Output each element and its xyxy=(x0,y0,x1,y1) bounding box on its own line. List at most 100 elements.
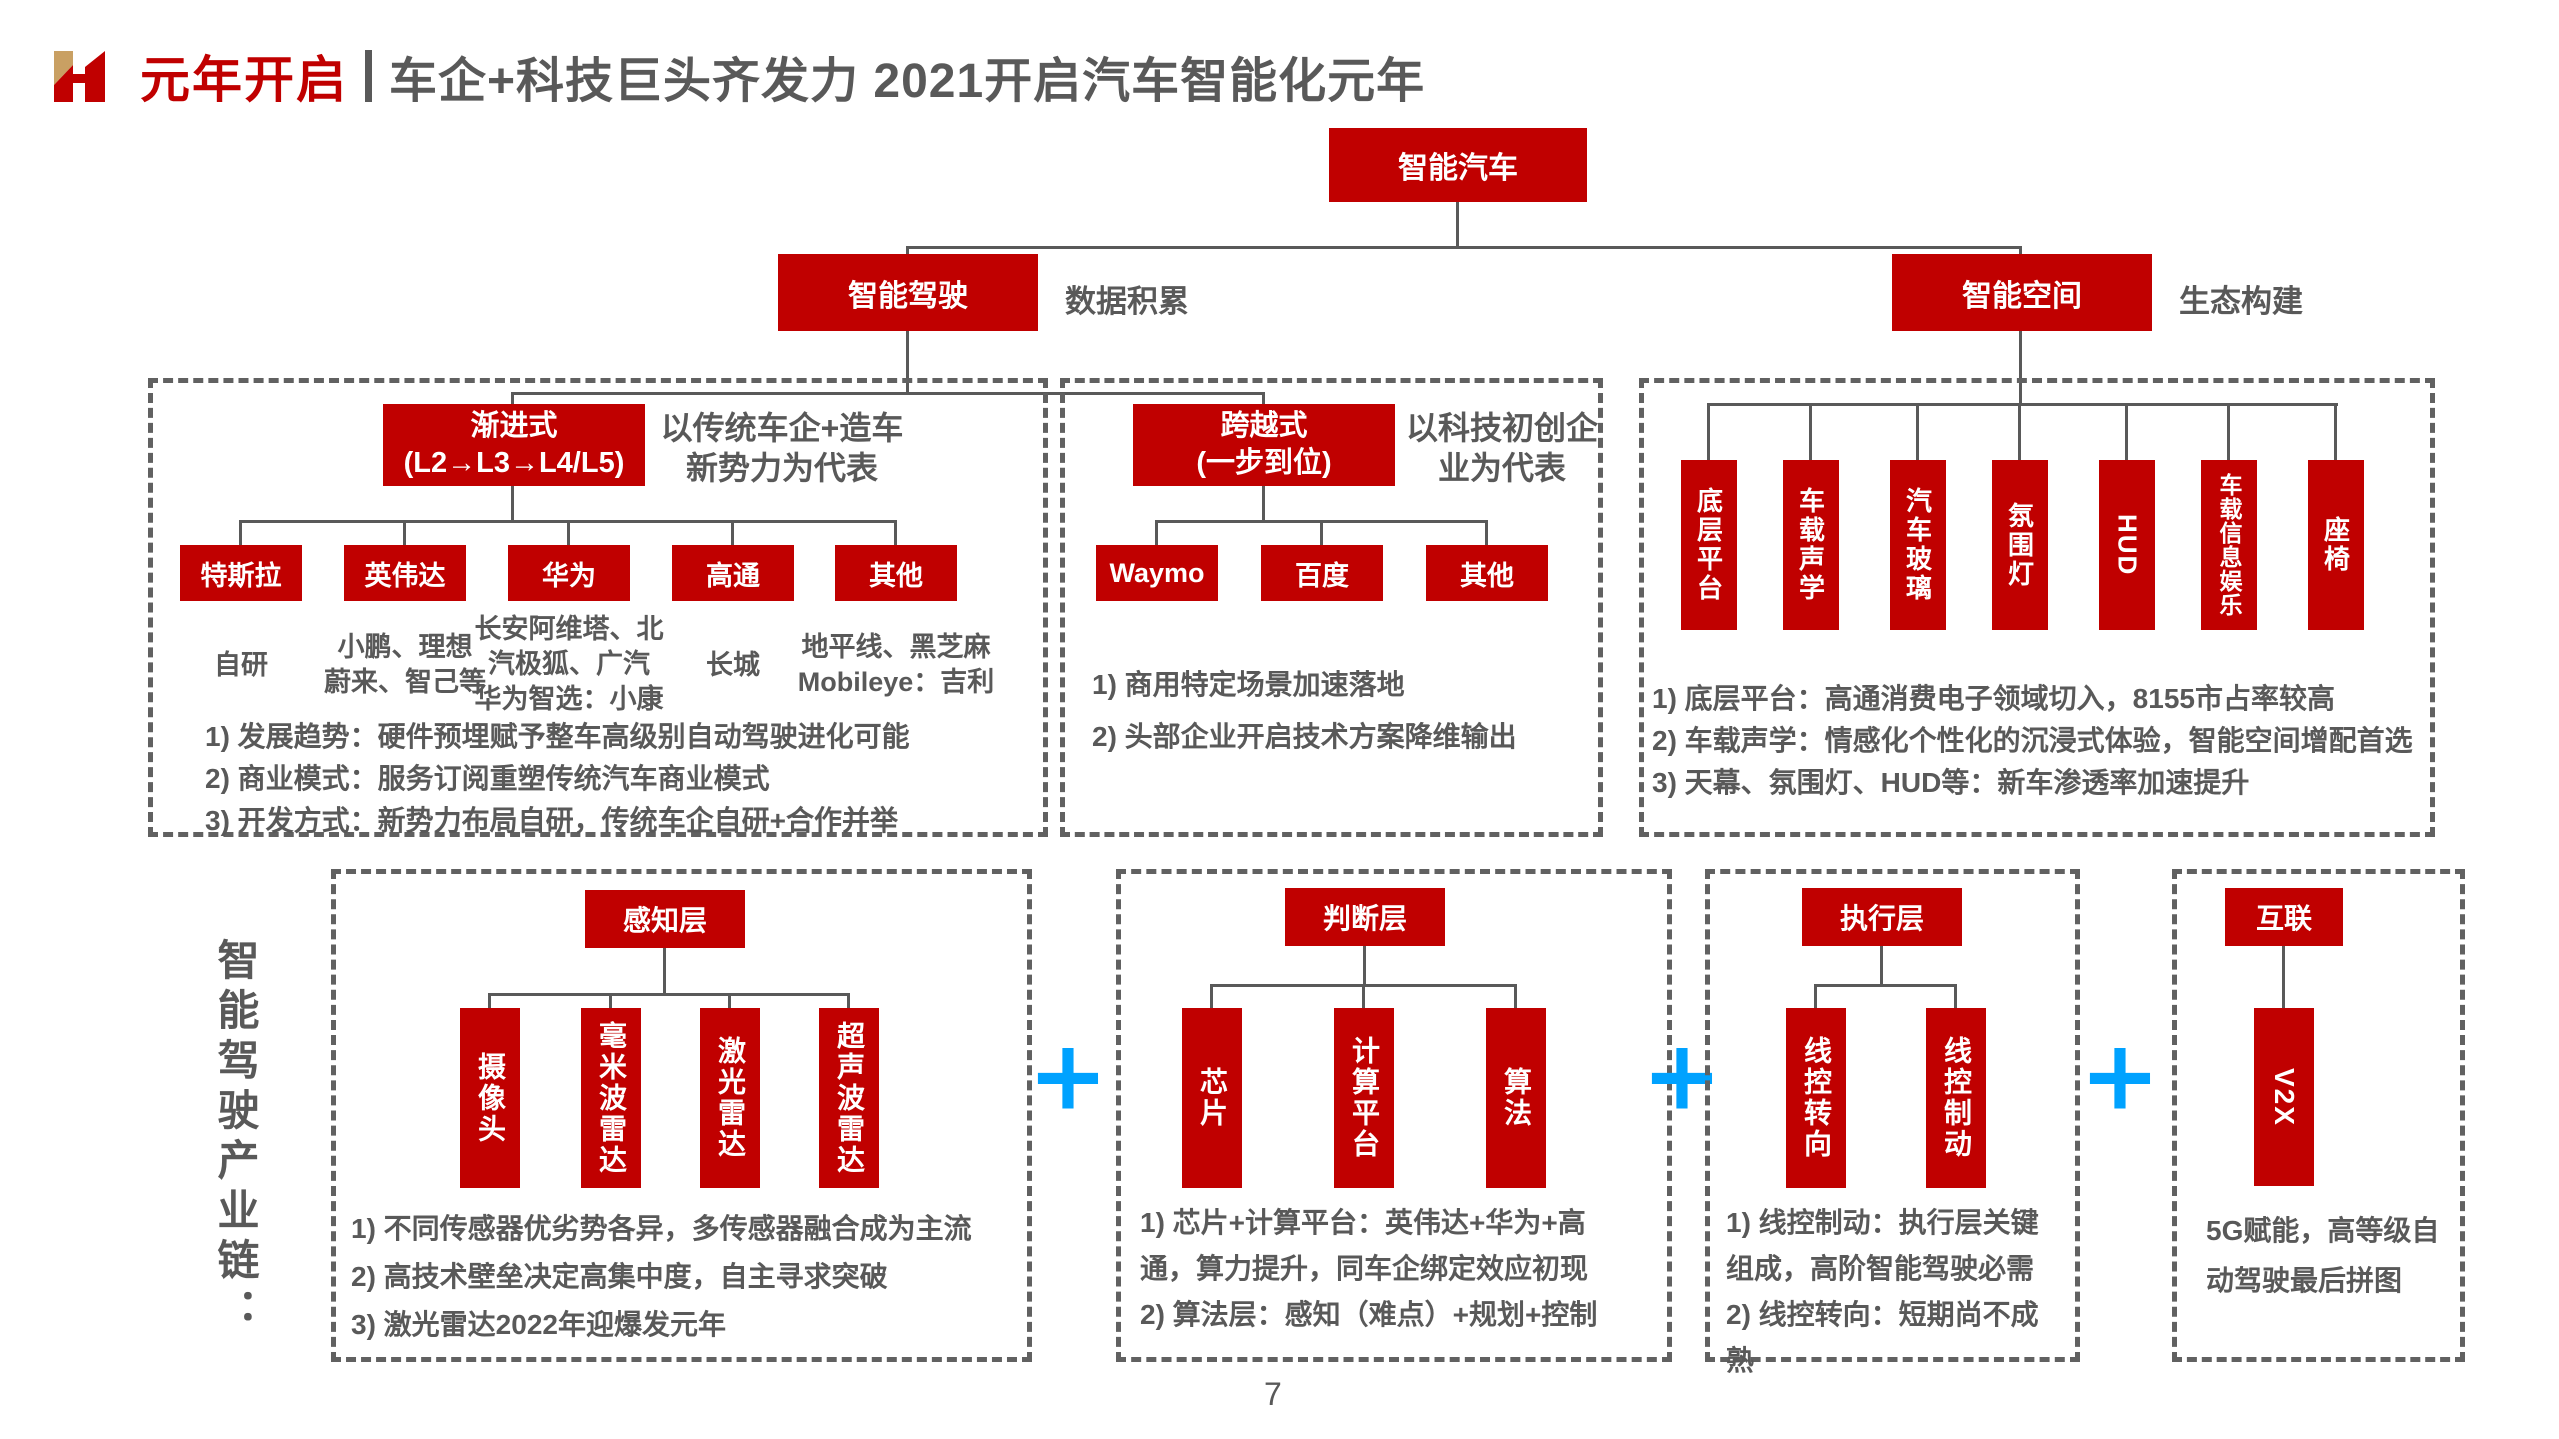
page-number: 7 xyxy=(1264,1376,1282,1412)
node-connectivity-layer: 互联 xyxy=(2225,888,2343,946)
node-infotainment: 车载信息娱乐 xyxy=(2201,460,2257,630)
node-steer-by-wire: 线控转向 xyxy=(1786,1008,1846,1188)
node-v2x: V2X xyxy=(2254,1008,2314,1186)
connector-line xyxy=(906,246,909,256)
node-leapfrog-title: 跨越式 xyxy=(1220,410,1308,442)
connector-line xyxy=(2282,946,2285,1008)
progressive-note-2: 2) 商业模式：服务订阅重塑传统汽车商业模式 xyxy=(205,763,770,794)
node-tesla: 特斯拉 xyxy=(180,545,302,601)
panel-execution xyxy=(1705,869,2080,1362)
perception-note-2: 2) 高技术壁垒决定高集中度，自主寻求突破 xyxy=(351,1261,888,1292)
node-others-leapfrog: 其他 xyxy=(1426,545,1548,601)
connector-line xyxy=(2019,246,2022,256)
judgment-note-1: 1) 芯片+计算平台：英伟达+华为+高通，算力提升，同车企绑定效应初现 xyxy=(1140,1207,1589,1284)
node-nvidia: 英伟达 xyxy=(344,545,466,601)
node-brake-by-wire: 线控制动 xyxy=(1926,1008,1986,1188)
sub-huawei: 长安阿维塔、北 汽极狐、广汽 华为智选：小康 xyxy=(474,614,664,714)
connector-line xyxy=(511,392,514,406)
panel-perception xyxy=(331,869,1032,1362)
connector-line xyxy=(488,993,849,996)
perception-note-3: 3) 激光雷达2022年迎爆发元年 xyxy=(351,1309,726,1340)
connector-line xyxy=(728,993,731,1008)
node-hud: HUD xyxy=(2099,460,2155,630)
header: 元年开启 车企+科技巨头齐发力 2021开启汽车智能化元年 xyxy=(48,44,1425,108)
leapfrog-note-2: 2) 头部企业开启技术方案降维输出 xyxy=(1092,721,1517,752)
node-computing-platform: 计算平台 xyxy=(1334,1008,1394,1188)
panel-connectivity xyxy=(2172,869,2465,1362)
node-smart-car: 智能汽车 xyxy=(1329,128,1587,202)
node-judgment-layer: 判断层 xyxy=(1285,888,1445,946)
connector-line xyxy=(1320,520,1323,545)
node-others-progressive: 其他 xyxy=(835,545,957,601)
node-car-acoustics: 车载声学 xyxy=(1783,460,1839,630)
connector-line xyxy=(906,246,2022,249)
label-data-accumulation: 数据积累 xyxy=(1065,284,1189,319)
connector-line xyxy=(1210,984,1213,1008)
connector-line xyxy=(511,392,1265,395)
connector-line xyxy=(1514,984,1517,1008)
node-waymo: Waymo xyxy=(1096,545,1218,601)
connector-line xyxy=(731,520,734,545)
connector-line xyxy=(1155,520,1158,545)
node-execution-layer: 执行层 xyxy=(1802,888,1962,946)
sub-nvidia: 小鹏、理想 蔚来、智己等 xyxy=(324,632,486,697)
connector-line xyxy=(1814,984,1956,987)
progressive-note-3: 3) 开发方式：新势力布局自研，传统车企自研+合作并举 xyxy=(205,805,899,836)
connector-line xyxy=(2018,403,2021,460)
perception-note-1: 1) 不同传感器优劣势各异，多传感器融合成为主流 xyxy=(351,1213,972,1244)
progressive-side-text: 以传统车企+造车 新势力为代表 xyxy=(660,410,904,486)
connector-line xyxy=(2227,403,2230,460)
node-leapfrog: 跨越式 (一步到位) xyxy=(1133,404,1395,486)
smart-space-note-3: 3) 天幕、氛围灯、HUD等：新车渗透率加速提升 xyxy=(1652,767,2250,798)
sub-tesla: 自研 xyxy=(214,650,268,680)
connector-line xyxy=(847,993,850,1008)
node-huawei: 华为 xyxy=(508,545,630,601)
node-baidu: 百度 xyxy=(1261,545,1383,601)
connector-line xyxy=(1916,403,1919,460)
node-algorithm: 算法 xyxy=(1486,1008,1546,1188)
node-ultrasonic-radar: 超声波雷达 xyxy=(819,1008,879,1188)
panel-leapfrog xyxy=(1060,378,1603,837)
progressive-note-1: 1) 发展趋势：硬件预埋赋予整车高级别自动驾驶进化可能 xyxy=(205,721,910,752)
plus-icon: + xyxy=(1027,1019,1109,1132)
page-title: 车企+科技巨头齐发力 2021开启汽车智能化元年 xyxy=(389,55,1426,108)
node-camera: 摄像头 xyxy=(460,1008,520,1188)
brand-logo-icon xyxy=(54,51,105,102)
panel-judgment xyxy=(1116,869,1672,1362)
connector-line xyxy=(511,486,514,520)
node-progressive-subtitle: (L2→L3→L4/L5) xyxy=(403,447,625,479)
node-perception-layer: 感知层 xyxy=(585,890,745,948)
connector-line xyxy=(239,520,242,545)
connector-line xyxy=(1363,946,1366,984)
node-smart-driving: 智能驾驶 xyxy=(778,254,1038,331)
execution-note-2: 2) 线控转向：短期尚不成熟 xyxy=(1726,1299,2039,1376)
connector-line xyxy=(609,993,612,1008)
connector-line xyxy=(1708,403,2338,406)
connector-line xyxy=(1809,403,1812,460)
node-chip: 芯片 xyxy=(1182,1008,1242,1188)
sub-others: 地平线、黑芝麻 Mobileye：吉利 xyxy=(797,632,995,697)
connector-line xyxy=(1485,520,1488,545)
connector-line xyxy=(1814,984,1817,1008)
smart-space-note-1: 1) 底层平台：高通消费电子领域切入，8155市占率较高 xyxy=(1652,683,2335,714)
node-qualcomm: 高通 xyxy=(672,545,794,601)
judgment-note-2: 2) 算法层：感知（难点）+规划+控制 xyxy=(1140,1299,1598,1330)
connector-line xyxy=(1262,392,1265,406)
panel-progressive xyxy=(148,378,1048,837)
connector-line xyxy=(1362,984,1365,1008)
sub-qualcomm: 长城 xyxy=(706,650,760,680)
connector-line xyxy=(1707,403,1710,460)
node-auto-glass: 汽车玻璃 xyxy=(1890,460,1946,630)
node-mmwave-radar: 毫米波雷达 xyxy=(581,1008,641,1188)
industry-chain-side-label: 智能驾驶产业链： xyxy=(212,938,259,1338)
connector-line xyxy=(663,948,666,993)
node-progressive: 渐进式 (L2→L3→L4/L5) xyxy=(383,404,645,486)
connector-line xyxy=(2125,403,2128,460)
node-leapfrog-subtitle: (一步到位) xyxy=(1196,447,1332,479)
node-seat: 座椅 xyxy=(2308,460,2364,630)
connector-line xyxy=(567,520,570,545)
connector-line xyxy=(1954,984,1957,1008)
title-divider xyxy=(365,50,372,102)
connector-line xyxy=(906,331,909,392)
leapfrog-side-text: 以科技初创企 业为代表 xyxy=(1405,410,1598,486)
